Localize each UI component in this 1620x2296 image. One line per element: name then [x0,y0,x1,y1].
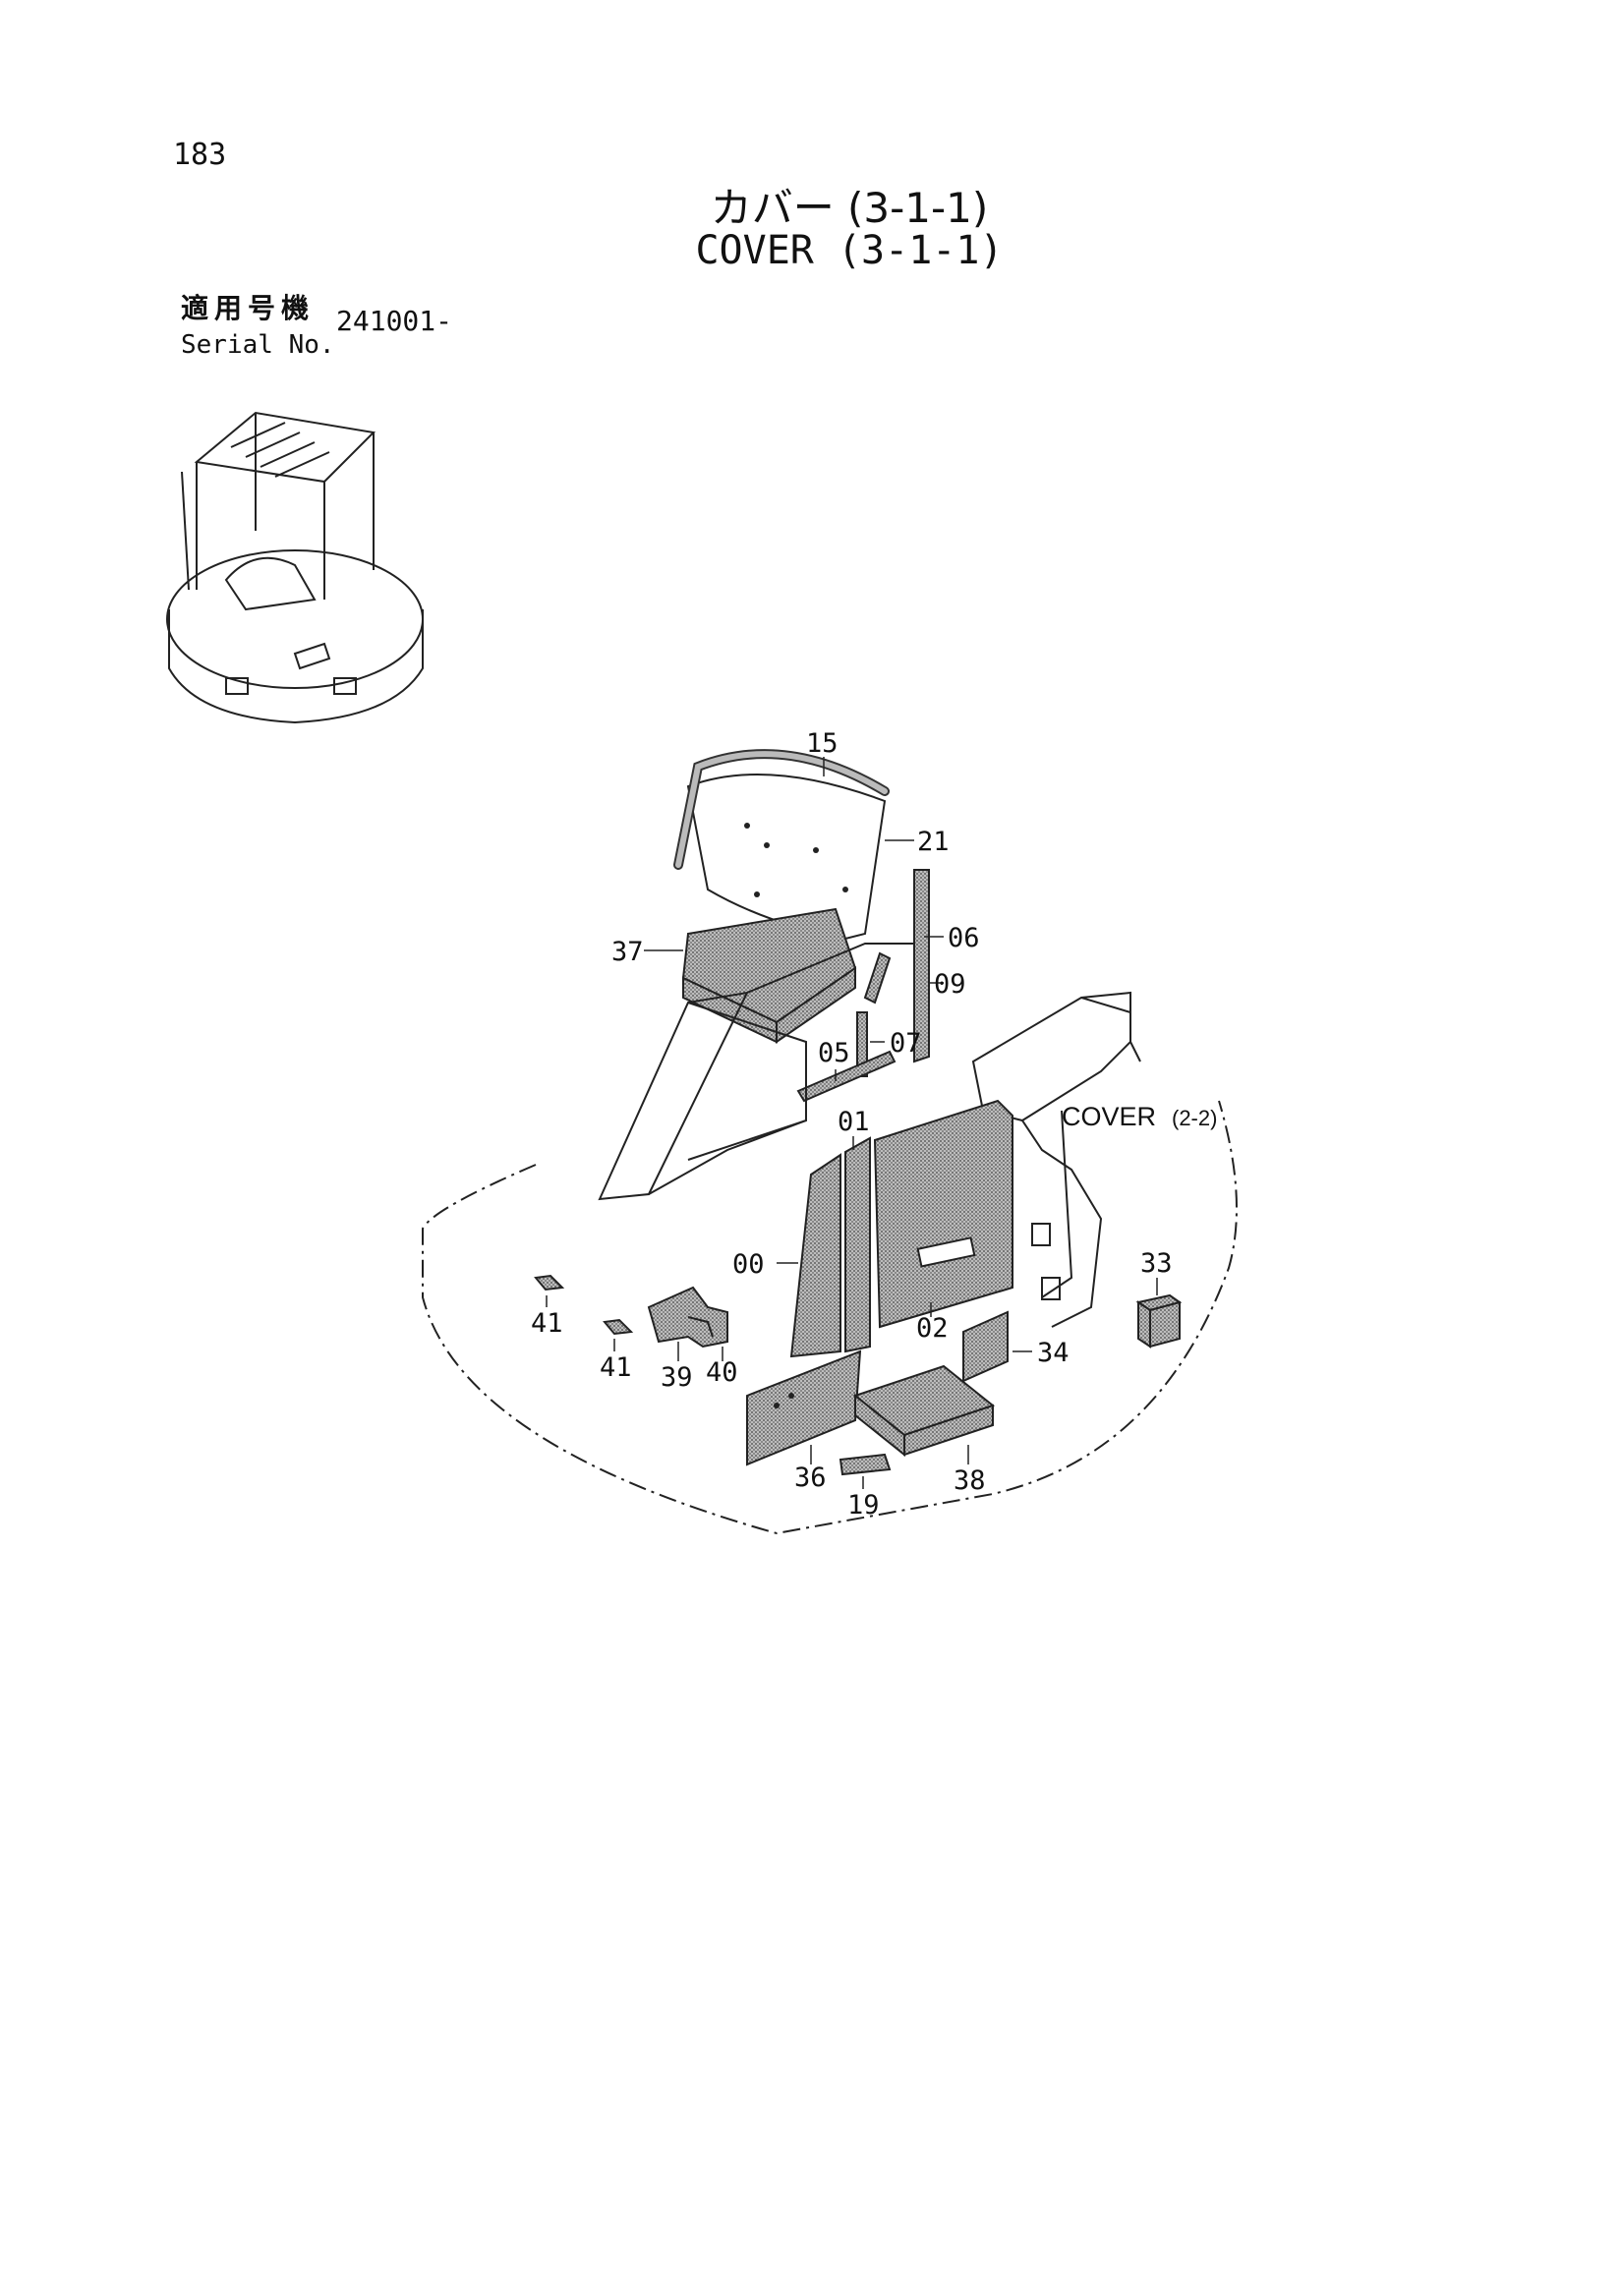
seal-strips [796,869,930,1103]
serial-label-english: Serial No. [181,330,335,360]
panel-02 [873,1099,1013,1329]
callout-19: 19 [847,1490,880,1521]
callout-09: 09 [934,969,966,1000]
cross-reference: COVER (2-2) [1062,1102,1217,1131]
excavator-thumbnail [166,411,424,724]
panel-01 [844,1136,871,1353]
callout-01: 01 [838,1107,870,1137]
title-japanese: カバー (3-1-1) [710,184,989,232]
panel-36 [746,1349,862,1466]
callout-06: 06 [948,923,980,953]
callout-05: 05 [818,1038,850,1068]
serial-label-japanese: 適用号機 [181,292,316,324]
callout-labels: 15 21 06 37 09 07 05 01 00 02 33 34 41 4… [531,728,1173,1521]
piece-19 [839,1453,892,1476]
panel-00 [789,1153,841,1358]
callout-38: 38 [954,1465,986,1496]
small-parts [534,1274,728,1349]
mat-37 [681,907,857,1044]
left-frame [598,943,914,1201]
rear-window-panel [673,749,890,941]
piece-34 [962,1310,1009,1383]
reference-label: COVER [1062,1102,1156,1131]
block-38 [852,1364,996,1458]
callout-41-b: 41 [600,1352,632,1383]
callout-21: 21 [917,827,950,857]
leader-lines [546,757,1158,1489]
callout-00: 00 [732,1249,765,1280]
callout-36: 36 [794,1463,827,1493]
title-english: COVER (3-1-1) [695,228,1004,273]
callout-41-a: 41 [531,1308,563,1339]
callout-34: 34 [1037,1338,1070,1368]
callout-02: 02 [916,1313,949,1344]
callout-39: 39 [661,1362,693,1393]
page-number: 183 [173,138,227,172]
callout-40: 40 [706,1357,738,1388]
callout-33: 33 [1140,1248,1173,1279]
callout-07: 07 [890,1028,922,1059]
reference-page: (2-2) [1172,1106,1217,1130]
assembly-boundary [422,1100,1238,1535]
callout-15: 15 [806,728,839,759]
callout-37: 37 [611,937,644,967]
piece-33 [1135,1293,1183,1349]
serial-number-value: 241001- [336,305,453,337]
